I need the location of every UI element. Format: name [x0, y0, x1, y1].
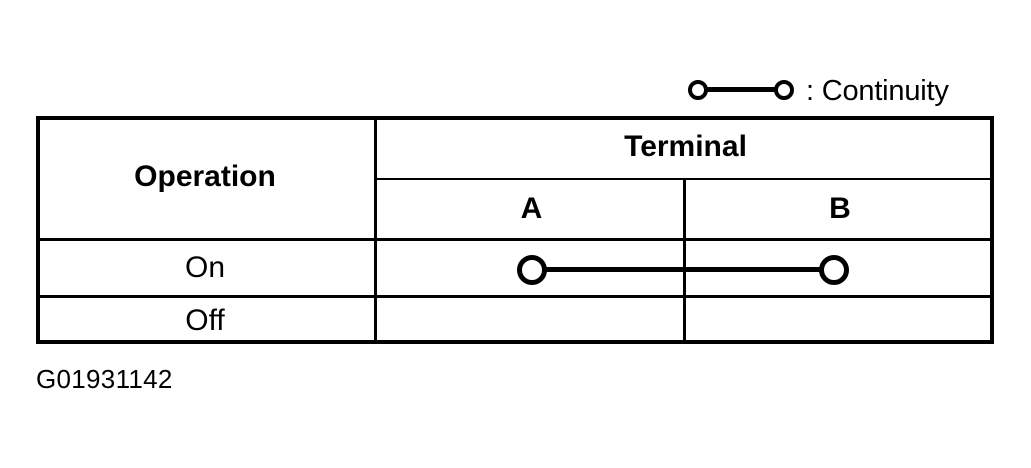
divider-row-on-off [36, 295, 994, 298]
divider-terminal-subheader [374, 178, 990, 180]
legend-terminal-circle-left [688, 80, 708, 100]
header-cell-terminal: Terminal [624, 130, 747, 163]
figure-caption: G01931142 [36, 364, 173, 394]
terminal-a-circle [517, 255, 547, 285]
divider-terminal-a-b [683, 178, 686, 344]
header-cell-operation: Operation [134, 160, 276, 193]
header-cell-terminal-b: B [829, 192, 851, 225]
table-row-off-operation: Off [185, 304, 225, 337]
legend-connection-line [706, 87, 776, 92]
legend-label: : Continuity [806, 74, 949, 107]
header-cell-terminal-a: A [520, 192, 543, 225]
continuity-legend: : Continuity [688, 70, 949, 112]
divider-header-row-on [36, 238, 994, 241]
divider-operation-terminal [374, 116, 377, 344]
terminal-b-circle [819, 255, 849, 285]
legend-terminal-circle-right [774, 80, 794, 100]
continuity-table: Operation Terminal A B On Off [36, 116, 994, 344]
table-row-on-operation: On [184, 251, 226, 284]
continuity-symbol-icon [688, 79, 796, 103]
